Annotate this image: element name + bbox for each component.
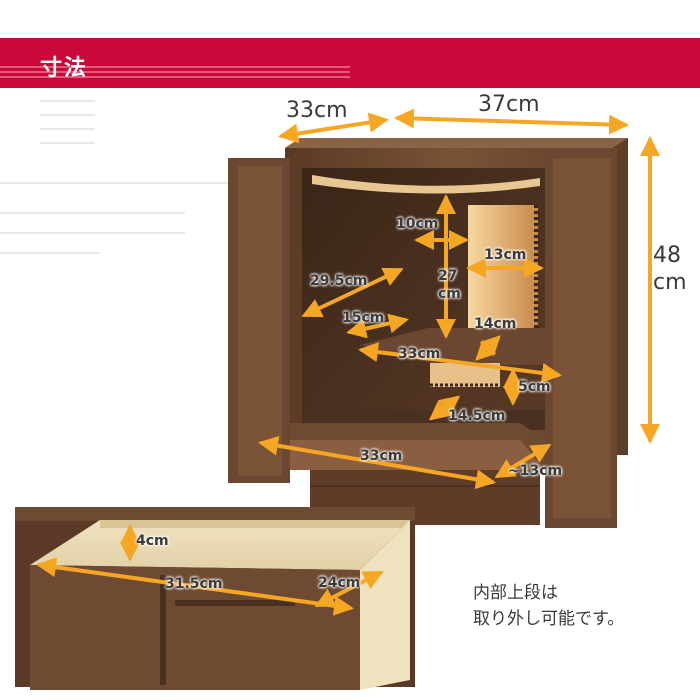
dim-step-depth: 15cm [342,310,385,326]
ghost-line [0,232,185,234]
section-title: 寸法 [40,56,89,81]
dim-inner-width: 33cm [398,346,441,362]
ghost-line [40,128,95,130]
ghost-line [40,114,95,116]
dim-drawer-depth: 24cm [318,575,361,591]
ghost-line [40,100,95,102]
dim-height-outer-value: 48 [653,243,681,268]
dim-lower-depth: 14.5cm [448,408,506,424]
drawer-inset [15,507,415,690]
ghost-line [0,212,185,214]
dim-height-outer-unit: cm [653,270,687,295]
dim-inner-height-unit: cm [438,286,461,302]
dim-pullout-depth: ~13cm [508,463,563,479]
dim-pullout-width: 33cm [360,448,403,464]
dim-drawer-width: 31.5cm [165,576,223,592]
dim-step-width: 14cm [474,316,517,332]
caption-line-1: 内部上段は [473,583,558,603]
ghost-line [0,182,230,184]
dim-drawer-height: 4cm [136,533,169,549]
caption: 内部上段は 取り外し可能です。 [473,580,624,632]
section-header-banner [0,38,700,88]
dim-drawer-front-height: 5cm [518,379,551,395]
ghost-line [40,142,95,144]
banner-stripes [0,66,350,78]
dim-side-panel-width: 13cm [484,247,527,263]
dim-width-outer: 37cm [478,92,540,117]
dim-inner-height-value: 27 [438,268,458,284]
dim-depth-outer: 33cm [286,98,348,123]
dim-upper-shelf-depth: 10cm [396,216,439,232]
ghost-line [0,252,100,254]
caption-line-2: 取り外し可能です。 [473,609,625,629]
dim-inner-depth: 29.5cm [310,273,368,289]
